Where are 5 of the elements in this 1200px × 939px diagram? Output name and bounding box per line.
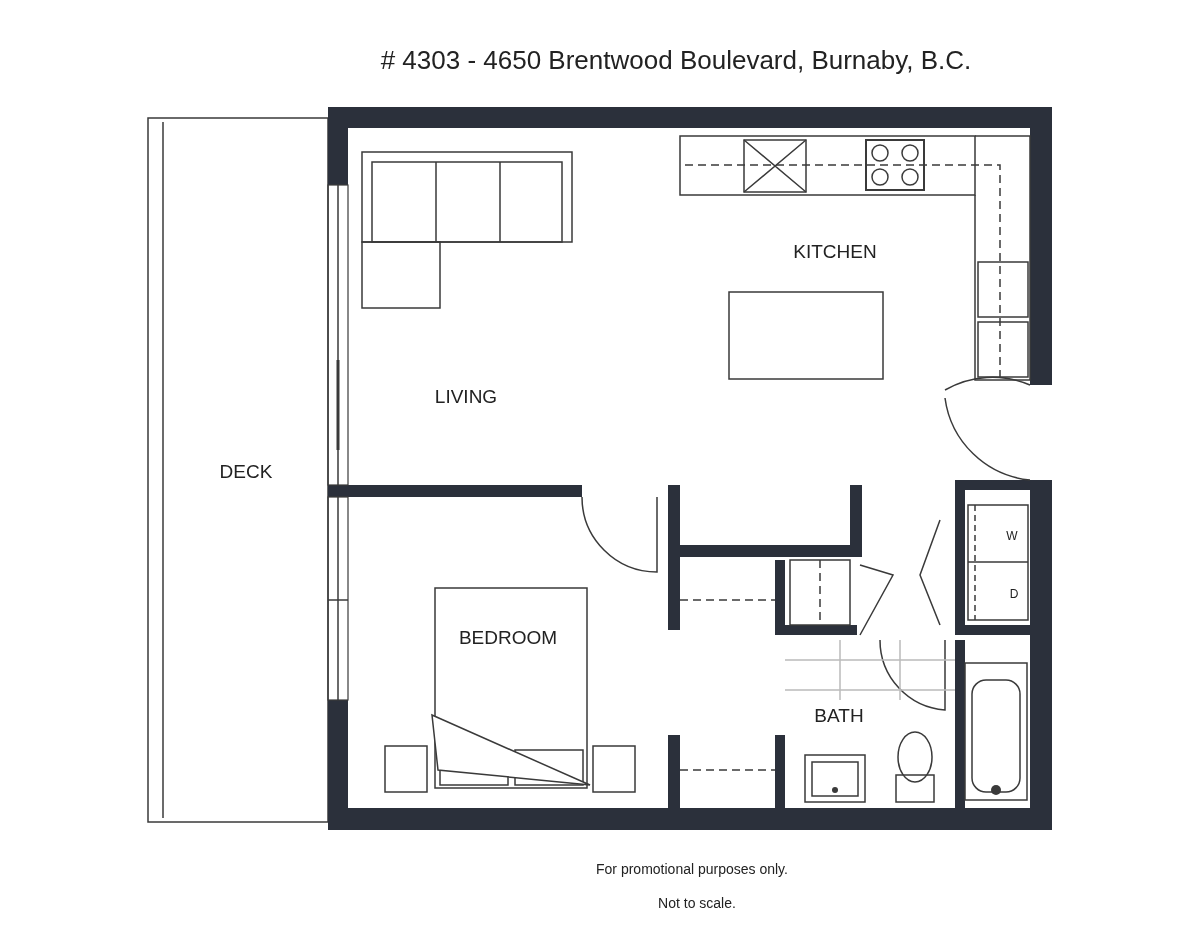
disclaimer-note: For promotional purposes only. xyxy=(594,861,790,877)
appliance-label: D xyxy=(1007,587,1021,601)
appliance-label: W xyxy=(1004,529,1020,543)
disclaimer-note: Not to scale. xyxy=(656,895,738,911)
plan-title: # 4303 - 4650 Brentwood Boulevard, Burnaby, B.C. xyxy=(380,44,972,76)
